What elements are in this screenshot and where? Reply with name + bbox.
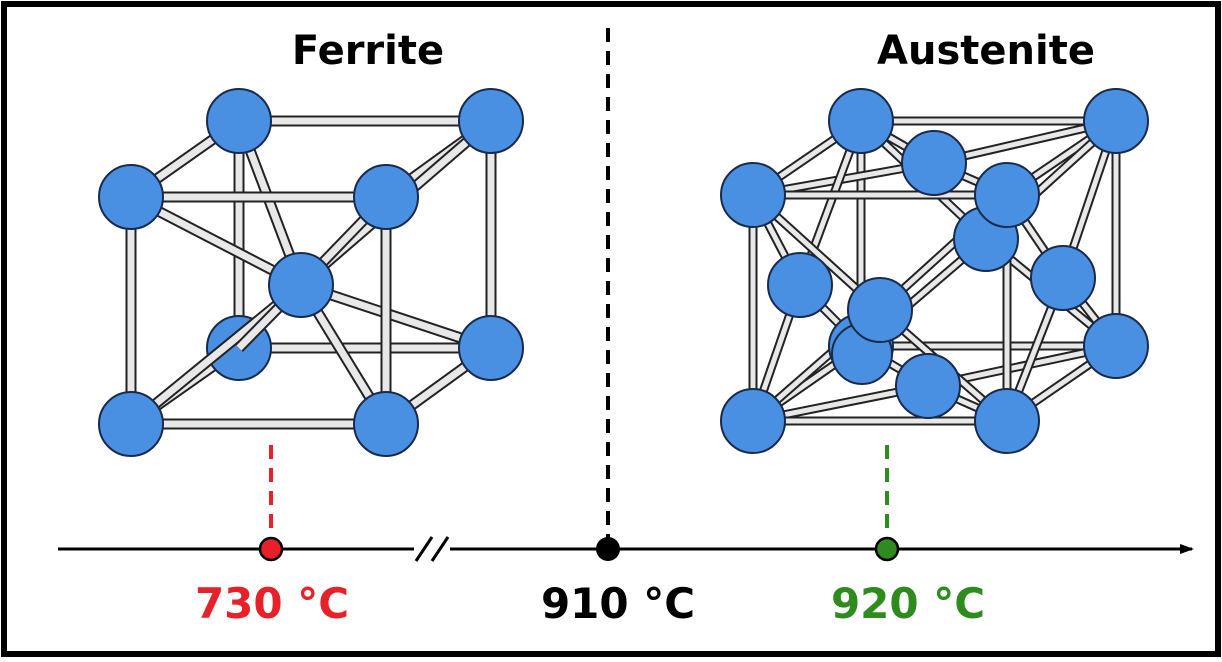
transition-temperature-point [596,537,620,561]
transition-temperature-label: 910 °C [541,579,695,628]
austenite-temperature-label: 920 °C [831,579,985,628]
austenite-fcc-unit-cell [720,88,1149,454]
atom [720,388,786,454]
ferrite-temperature-point [258,536,284,562]
ferrite-temperature-label: 730 °C [195,579,349,628]
atom [458,315,524,381]
atom [720,162,786,228]
atom [847,277,913,343]
atom [1083,88,1149,154]
atom [353,391,419,457]
atom [974,388,1040,454]
atom [895,353,961,419]
axis-break-icon [414,536,450,562]
atom [767,252,833,318]
bond-rod-fill [299,281,493,352]
atom [1030,245,1096,311]
atom [353,164,419,230]
ferrite-title: Ferrite [292,28,444,74]
atom [901,130,967,196]
atom [268,252,334,318]
atom [974,162,1040,228]
atom [98,391,164,457]
atom [206,88,272,154]
austenite-temperature-point [874,536,900,562]
austenite-title: Austenite [877,28,1095,74]
atom [458,88,524,154]
ferrite-bcc-unit-cell [98,88,524,457]
atom [1083,313,1149,379]
atom [828,88,894,154]
atom [98,164,164,230]
